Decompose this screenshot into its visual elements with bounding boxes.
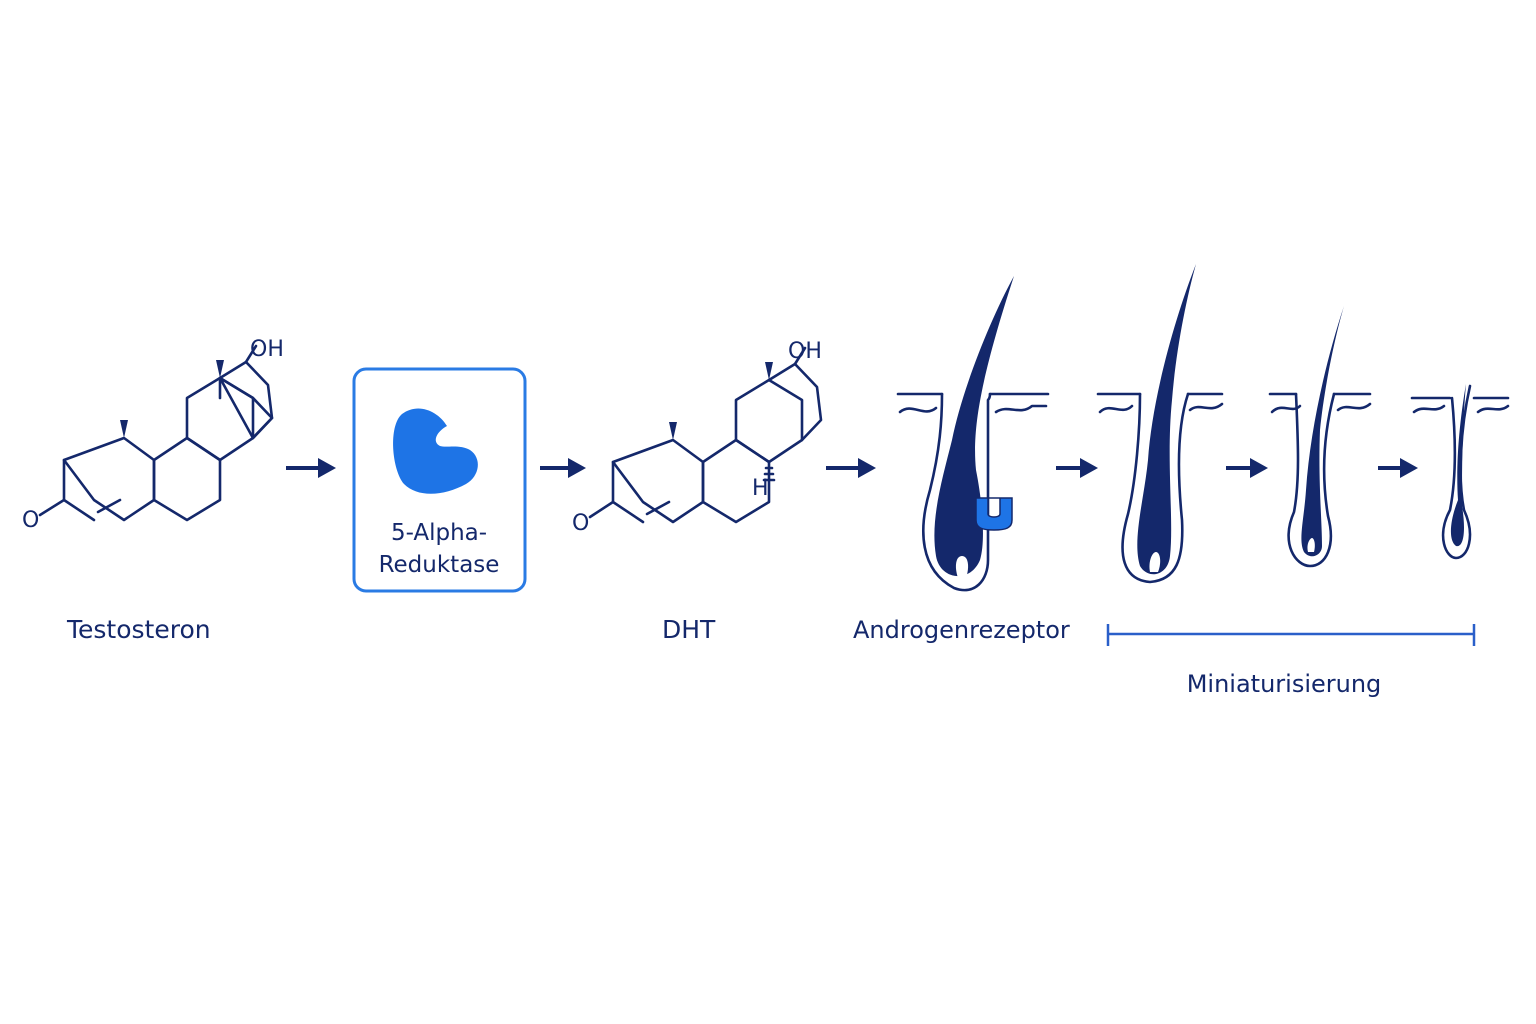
dht-molecule: OH O H [572, 339, 823, 536]
receptor-cup-icon [975, 497, 1013, 531]
testosterone-oh-label: OH [250, 337, 284, 362]
miniaturization-bracket [1106, 624, 1476, 646]
enzyme-label-line2: Reduktase [379, 552, 500, 578]
dht-label: DHT [662, 615, 716, 644]
hair-follicle-smallest [1410, 384, 1510, 560]
enzyme-label-line1: 5-Alpha- [391, 520, 487, 546]
dht-oh-label: OH [788, 339, 822, 364]
arrow-right-icon [1226, 458, 1268, 478]
dht-h-label: H [752, 476, 769, 501]
testosterone-o-label: O [22, 508, 39, 533]
enzyme-box: 5-Alpha- Reduktase [352, 367, 527, 593]
arrow-right-icon [826, 458, 876, 478]
receptor-label: Androgenrezeptor [853, 616, 1070, 644]
dht-o-label: O [572, 511, 589, 536]
hair-follicle-small [1268, 306, 1372, 568]
arrow-right-icon [286, 458, 336, 478]
arrow-right-icon [1056, 458, 1098, 478]
enzyme-pacman-icon [393, 408, 478, 494]
miniaturization-label: Miniaturisierung [1187, 670, 1382, 698]
arrow-right-icon [540, 458, 586, 478]
hair-follicle-large [896, 276, 1050, 592]
testosterone-molecule: OH O [22, 337, 284, 533]
testosterone-label: Testosteron [66, 615, 211, 644]
hair-follicle-medium [1096, 264, 1224, 584]
arrow-right-icon [1378, 458, 1418, 478]
